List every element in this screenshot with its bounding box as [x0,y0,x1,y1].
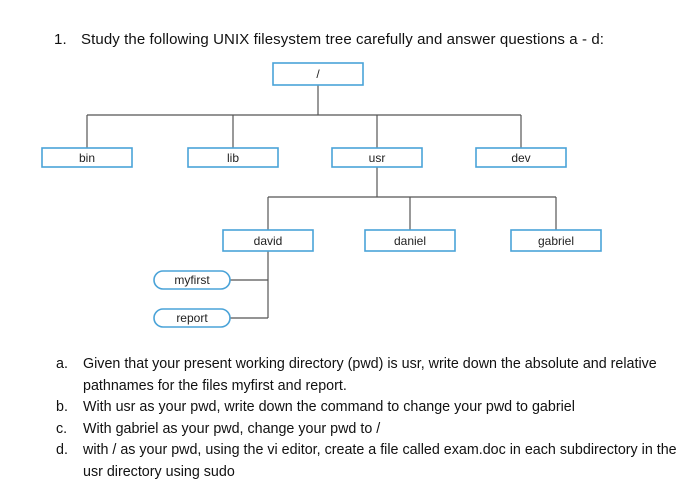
question-heading: 1. Study the following UNIX filesystem tr… [54,31,604,48]
node-dev-label: dev [511,151,530,165]
node-myfirst-label: myfirst [174,273,210,287]
question-d: d. with / as your pwd, using the vi edit… [56,440,696,483]
question-b: b. With usr as your pwd, write down the … [56,397,696,419]
node-myfirst [153,270,231,290]
node-root [272,62,364,86]
node-report [153,308,231,328]
node-root-label: / [316,67,320,81]
node-lib-label: lib [227,151,239,165]
node-bin-label: bin [79,151,95,165]
node-dev [475,147,567,168]
question-text: Study the following UNIX filesystem tree… [81,31,605,48]
question-d-text: with / as your pwd, using the vi editor,… [83,442,677,480]
node-lib [187,147,279,168]
node-usr-label: usr [369,151,386,165]
question-a-letter: a. [56,356,68,372]
question-d-letter: d. [56,442,68,458]
question-b-text: With usr as your pwd, write down the com… [83,399,575,415]
node-usr [331,147,423,168]
node-bin [41,147,133,168]
node-gabriel-label: gabriel [538,234,574,248]
node-david [222,229,314,252]
node-daniel-label: daniel [394,234,426,248]
node-daniel [364,229,456,252]
node-david-label: david [254,234,283,248]
question-b-letter: b. [56,399,68,415]
question-c-letter: c. [56,420,68,437]
question-a-text: Given that your present working director… [83,356,657,394]
question-c-text: With gabriel as your pwd, change your pw… [83,420,381,437]
question-c: c. With gabriel as your pwd, change your… [56,419,696,441]
tree-connectors [86,85,557,319]
question-list: a. Given that your present working direc… [56,354,696,483]
node-gabriel [510,229,602,252]
filesystem-tree-diagram: / bin lib usr dev david daniel gabriel m… [41,62,602,328]
question-number: 1. [54,31,67,48]
node-report-label: report [176,311,208,325]
question-a: a. Given that your present working direc… [56,354,696,397]
